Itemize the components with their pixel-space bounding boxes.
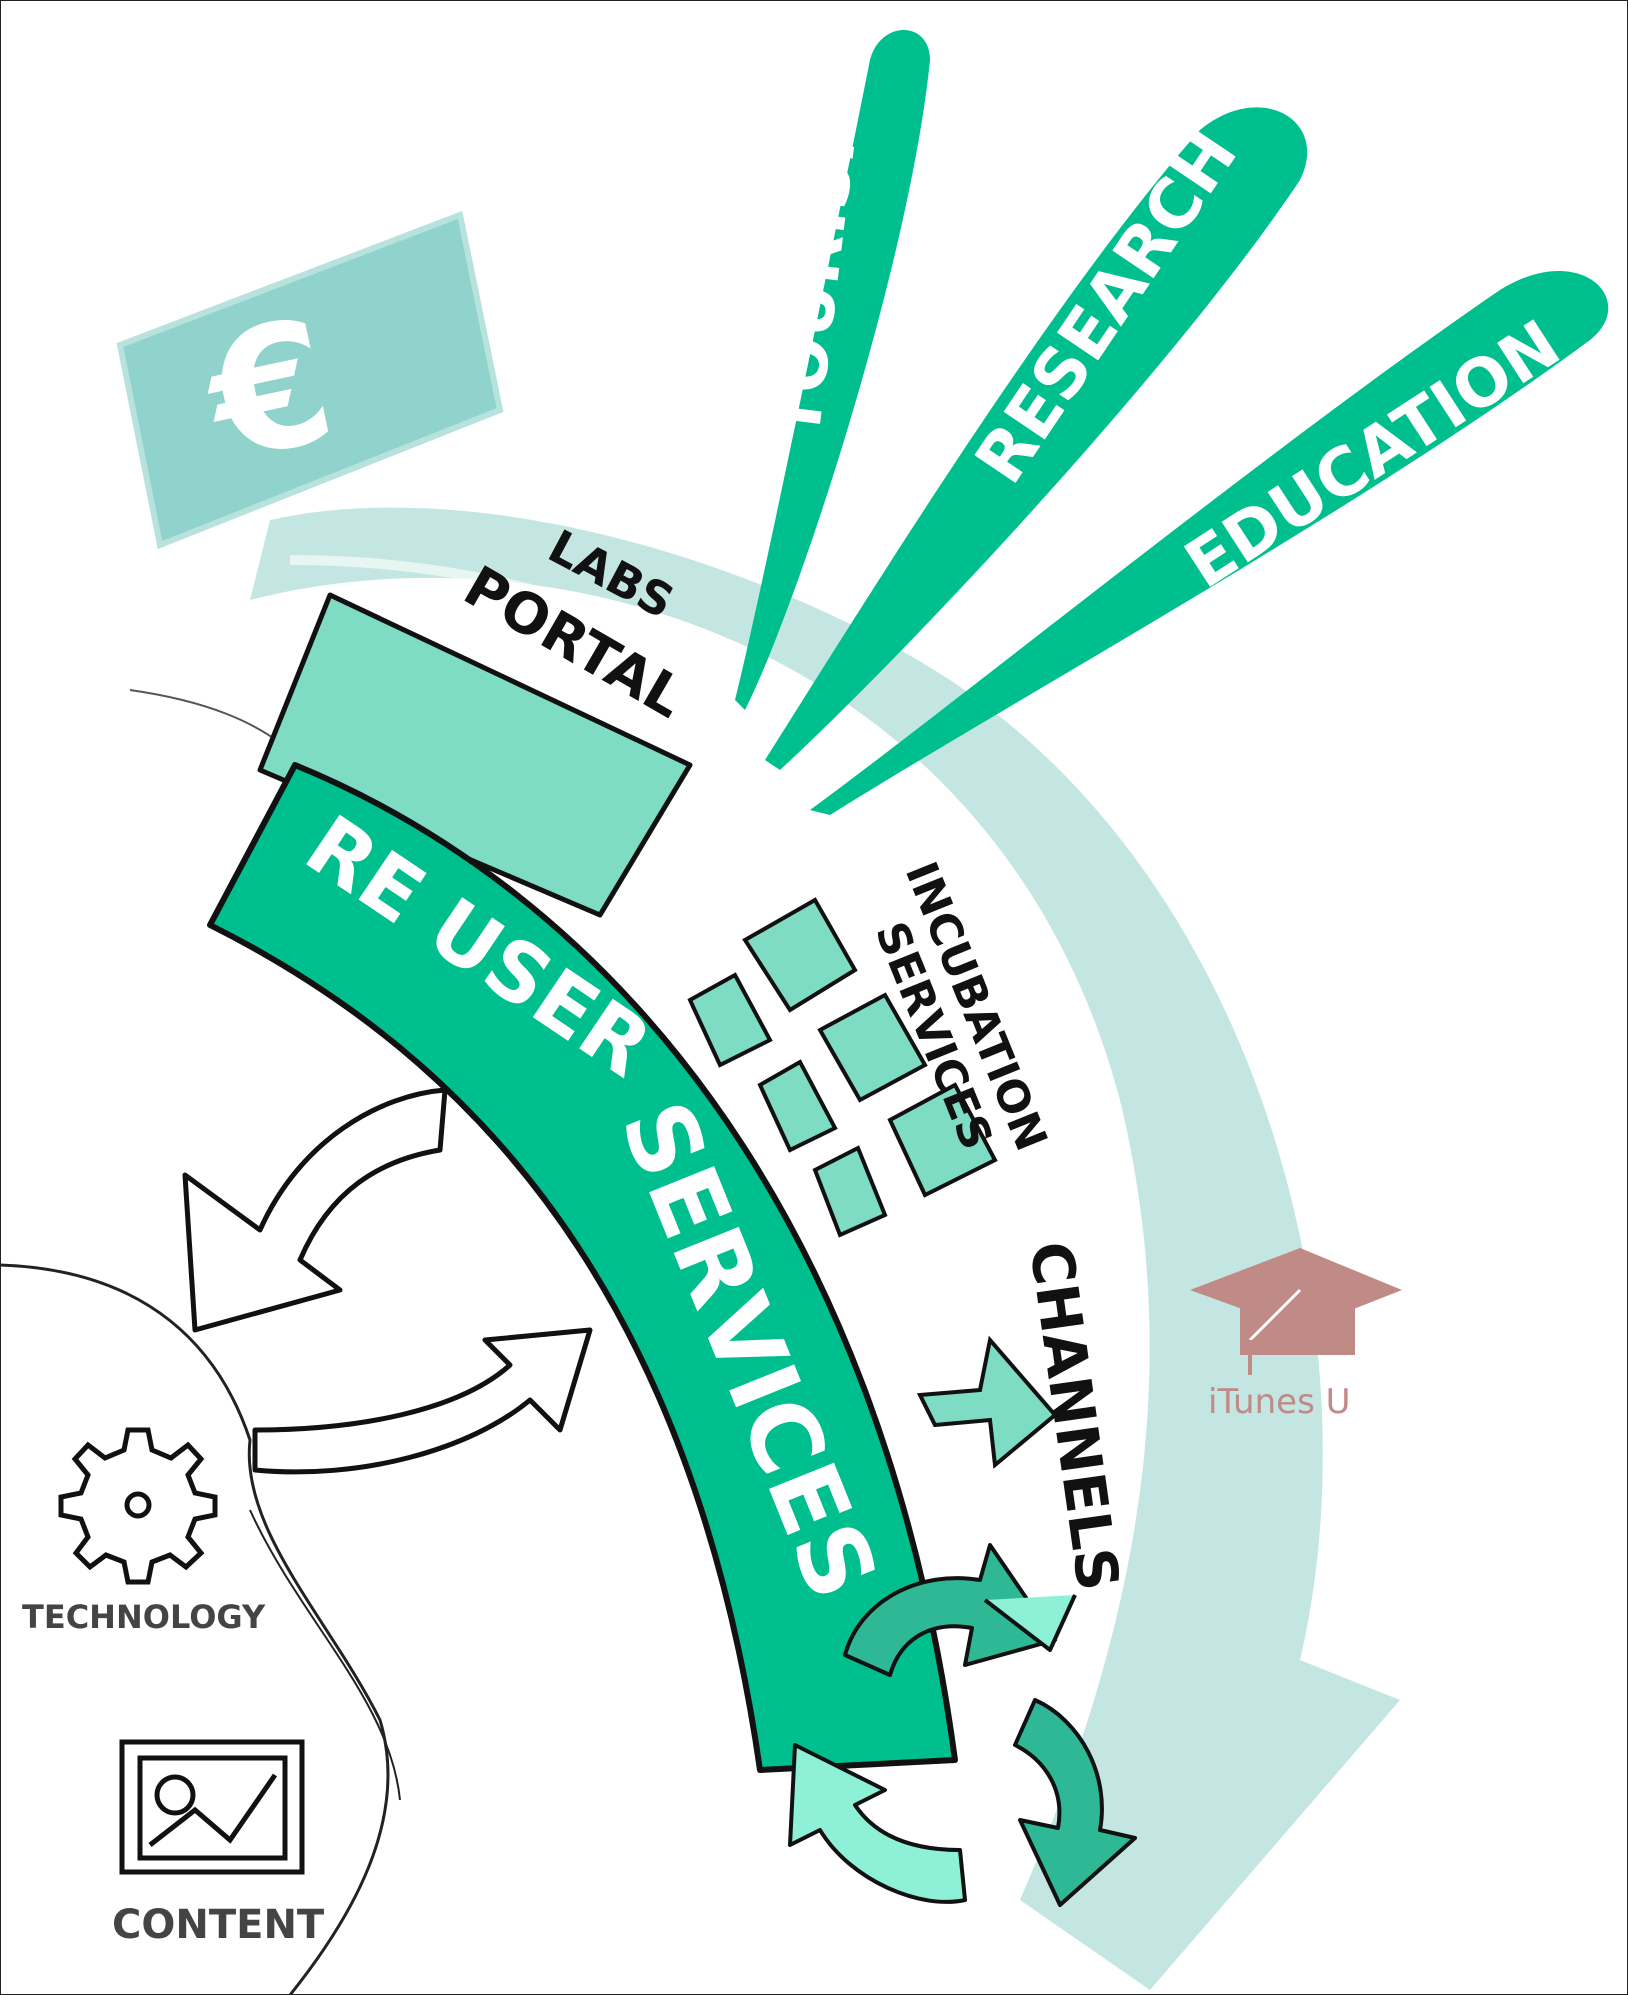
tentacle-tourism — [735, 30, 930, 710]
gear-icon — [58, 1427, 218, 1585]
background-arc-inner — [289, 555, 1089, 1802]
technology-blob-inner — [249, 1509, 401, 1801]
graduation-cap-icon — [1190, 1248, 1402, 1375]
label-itunes-u: iTunes U — [1208, 1382, 1350, 1422]
tentacle-education — [810, 270, 1609, 815]
label-content: CONTENT — [112, 1902, 325, 1948]
curved-arrow-icon — [182, 1087, 593, 1475]
tentacle-research — [765, 107, 1308, 770]
background-arc — [250, 507, 1400, 1990]
incubation-boxes — [687, 897, 998, 1238]
label-technology: TECHNOLOGY — [22, 1598, 266, 1636]
euro-note-icon: € — [116, 210, 504, 550]
technology-blob — [0, 1263, 390, 1995]
channels-arrow-icon — [916, 1335, 1058, 1469]
labs-portal-box — [257, 592, 693, 918]
label-research: RESEARCH — [961, 117, 1254, 498]
reuser-services-band — [207, 762, 958, 1773]
label-education: EDUCATION — [1172, 305, 1574, 603]
recycle-icon — [788, 1543, 1137, 1907]
image-icon — [119, 1739, 305, 1875]
